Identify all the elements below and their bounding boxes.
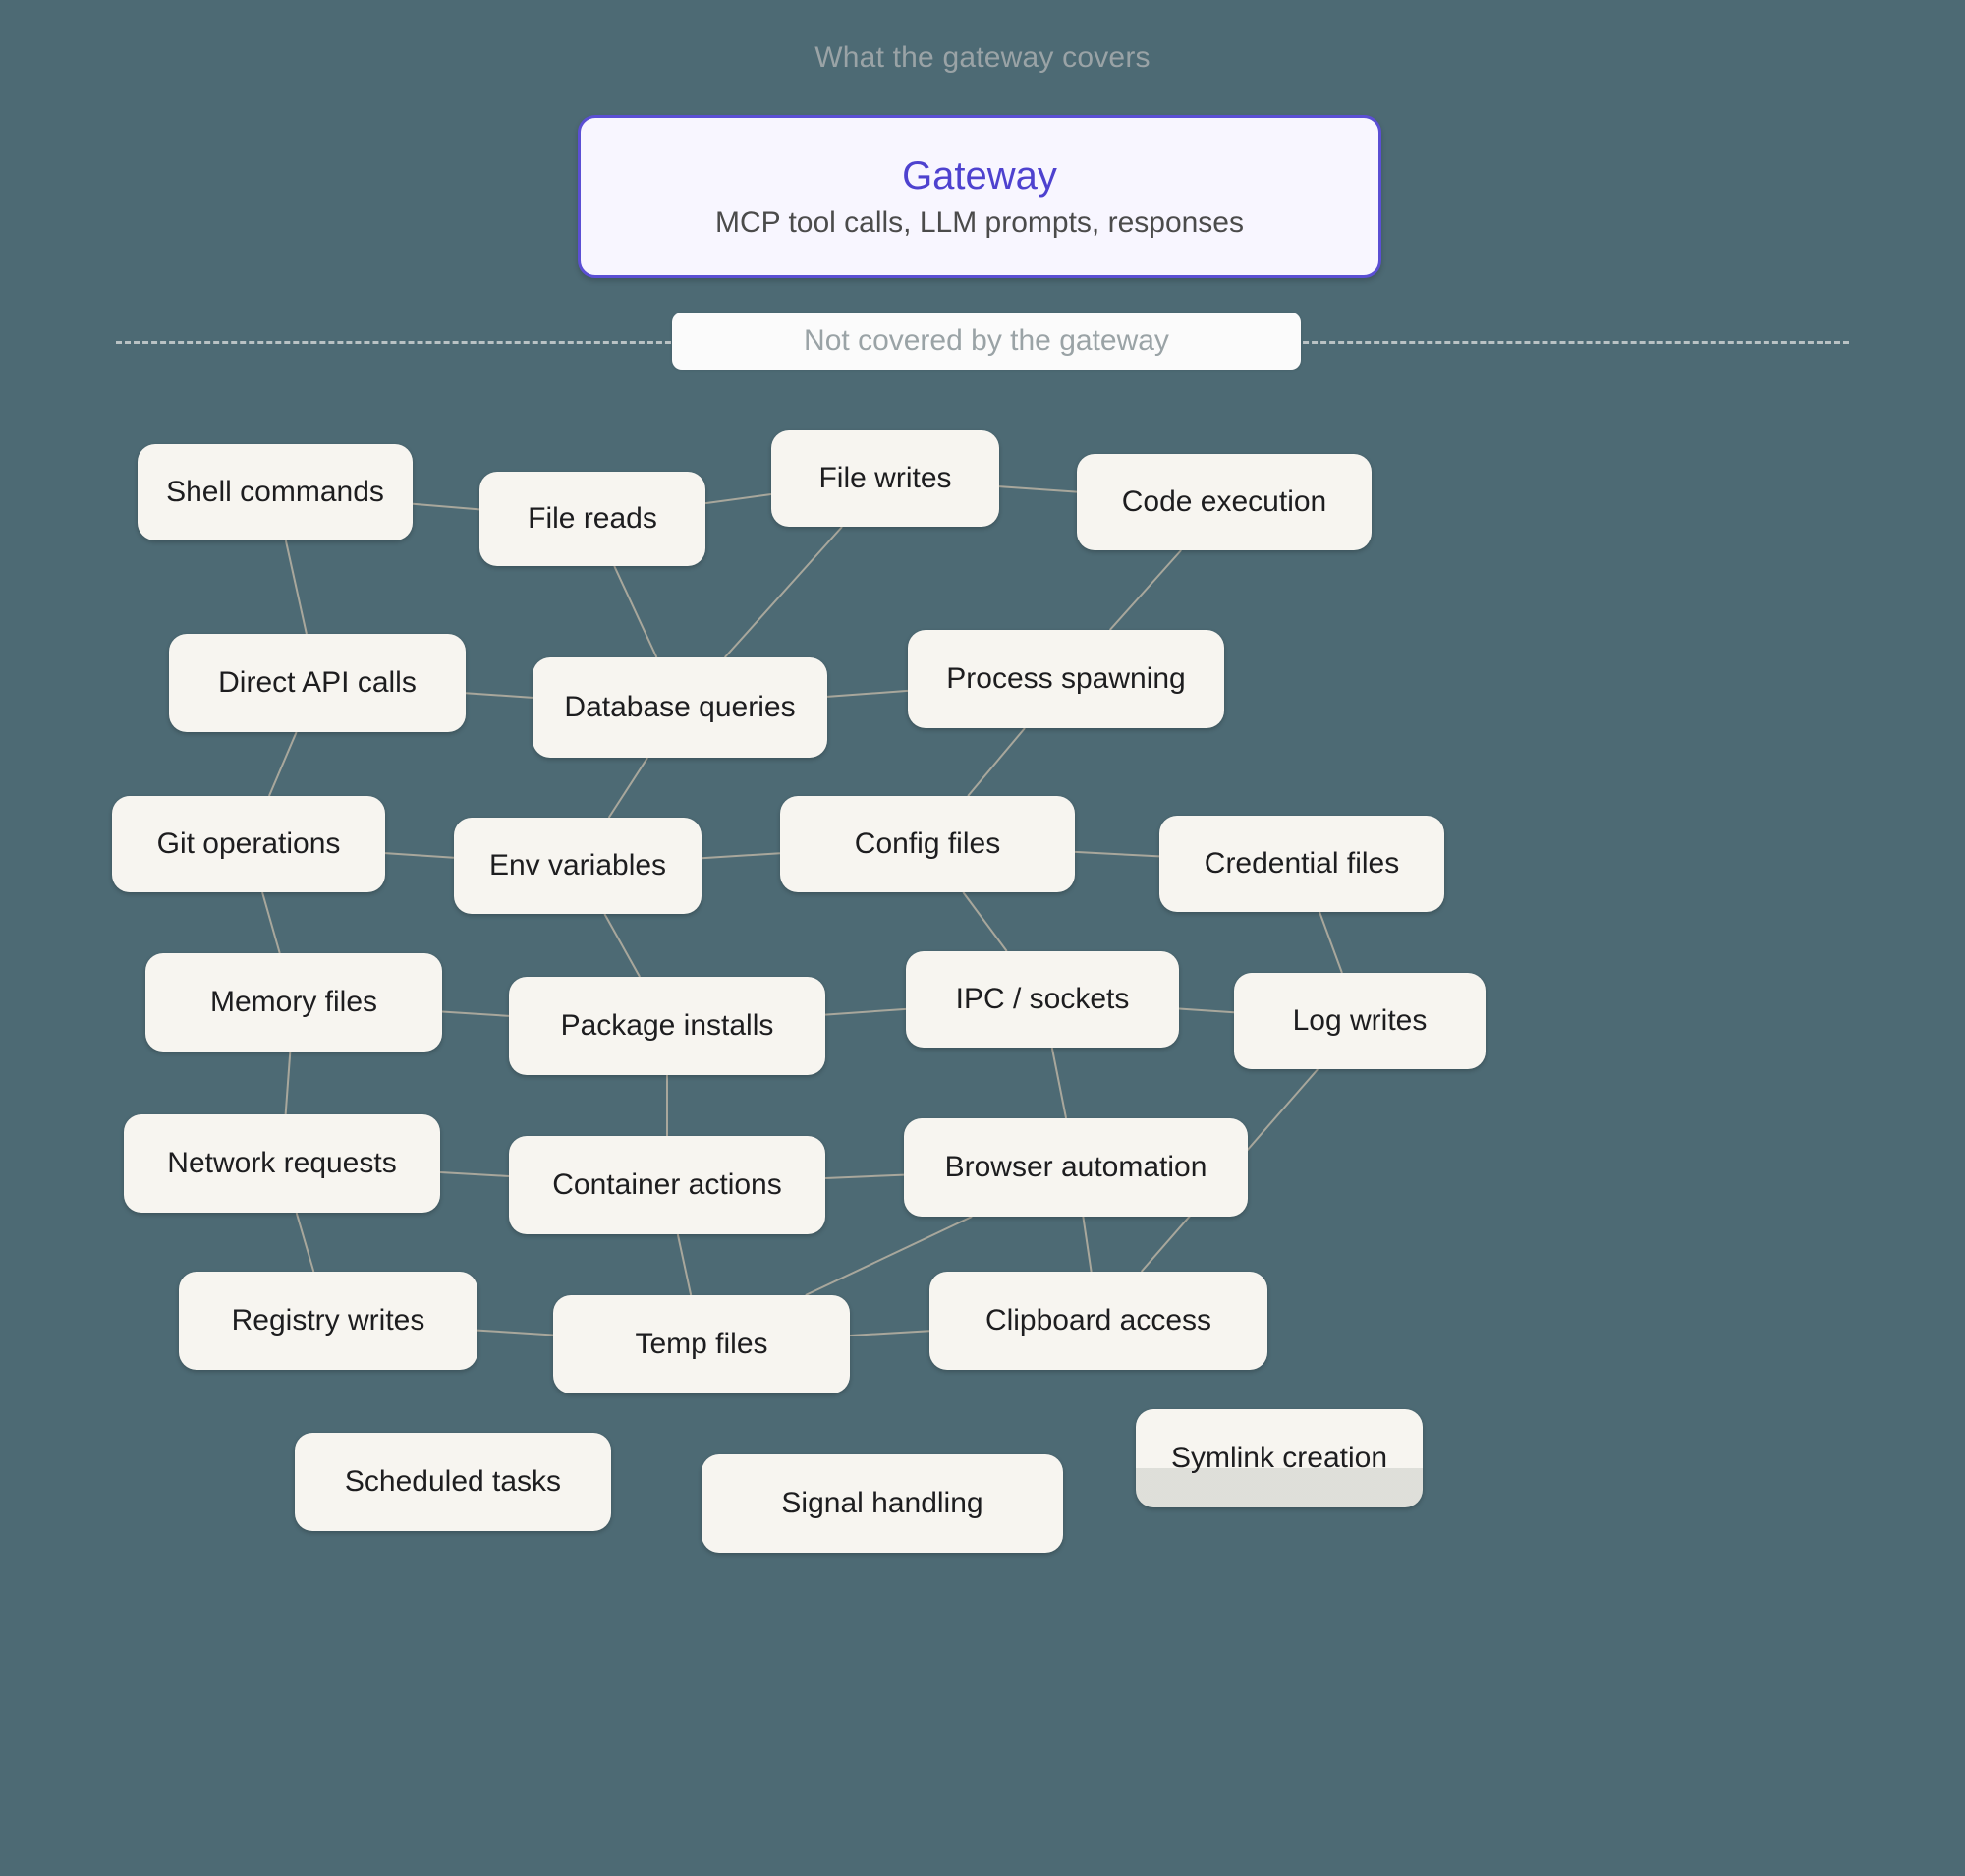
edge-browser-automation-to-clipboard-access <box>1082 1216 1093 1273</box>
edge-env-variables-to-package-installs <box>603 913 641 978</box>
edge-ipc-sockets-to-browser-automation <box>1050 1047 1068 1119</box>
node-browser-automation[interactable]: Browser automation <box>904 1118 1248 1217</box>
node-config-files[interactable]: Config files <box>780 796 1075 892</box>
node-label: Browser automation <box>944 1151 1207 1183</box>
node-label: Code execution <box>1121 485 1327 518</box>
edge-code-execution-to-process-spawning <box>1108 549 1182 631</box>
edge-git-operations-to-memory-files <box>261 891 281 954</box>
edge-temp-files-to-clipboard-access <box>849 1330 930 1337</box>
edge-file-reads-to-file-writes <box>704 492 772 505</box>
node-label: Clipboard access <box>984 1304 1212 1336</box>
edge-database-queries-to-env-variables <box>607 757 648 819</box>
edge-database-queries-to-process-spawning <box>826 689 909 698</box>
node-process-spawning[interactable]: Process spawning <box>908 630 1224 728</box>
edge-shell-commands-to-file-reads <box>412 502 480 511</box>
node-signal-handling[interactable]: Signal handling <box>702 1454 1063 1553</box>
edge-memory-files-to-package-installs <box>441 1010 510 1017</box>
gateway-subtitle: MCP tool calls, LLM prompts, responses <box>715 205 1244 239</box>
node-container-actions[interactable]: Container actions <box>509 1136 825 1234</box>
node-label: Temp files <box>635 1328 768 1360</box>
node-env-variables[interactable]: Env variables <box>454 818 702 914</box>
node-label: Memory files <box>209 986 378 1018</box>
edge-network-requests-to-container-actions <box>439 1171 510 1177</box>
node-label: Direct API calls <box>218 666 417 699</box>
node-label: Credential files <box>1204 847 1400 880</box>
node-label: Git operations <box>156 827 341 860</box>
edge-file-writes-to-code-execution <box>998 485 1078 493</box>
node-ipc-sockets[interactable]: IPC / sockets <box>906 951 1179 1048</box>
edge-ipc-sockets-to-log-writes <box>1178 1007 1235 1014</box>
edge-credential-files-to-log-writes <box>1319 911 1343 974</box>
node-git-operations[interactable]: Git operations <box>112 796 385 892</box>
edge-git-operations-to-env-variables <box>384 852 455 859</box>
edge-direct-api-calls-to-git-operations <box>267 731 298 797</box>
node-file-reads[interactable]: File reads <box>479 472 705 566</box>
edge-config-files-to-ipc-sockets <box>962 891 1008 952</box>
node-label: Process spawning <box>946 662 1186 695</box>
node-label: Container actions <box>552 1168 782 1201</box>
edge-process-spawning-to-config-files <box>967 727 1026 797</box>
node-scheduled-tasks[interactable]: Scheduled tasks <box>295 1433 611 1531</box>
node-registry-writes[interactable]: Registry writes <box>179 1272 477 1370</box>
node-code-execution[interactable]: Code execution <box>1077 454 1372 550</box>
edge-network-requests-to-registry-writes <box>295 1212 315 1273</box>
node-symlink-creation[interactable]: Symlink creation <box>1136 1409 1423 1507</box>
edge-shell-commands-to-direct-api-calls <box>284 540 308 635</box>
edge-env-variables-to-config-files <box>701 852 781 860</box>
node-label: Signal handling <box>781 1487 983 1519</box>
node-label: File reads <box>528 502 657 535</box>
node-package-installs[interactable]: Package installs <box>509 977 825 1075</box>
node-label: Scheduled tasks <box>344 1465 562 1498</box>
edge-file-reads-to-database-queries <box>613 565 658 658</box>
node-label: Log writes <box>1292 1004 1428 1037</box>
edge-direct-api-calls-to-database-queries <box>465 692 533 699</box>
edge-package-installs-to-ipc-sockets <box>824 1007 907 1016</box>
node-database-queries[interactable]: Database queries <box>533 657 827 758</box>
node-label: Database queries <box>564 691 796 723</box>
node-label: Config files <box>854 827 1001 860</box>
node-label: Registry writes <box>231 1304 425 1336</box>
node-label: Package installs <box>560 1009 774 1042</box>
edge-container-actions-to-browser-automation <box>824 1173 905 1180</box>
edge-registry-writes-to-temp-files <box>477 1329 554 1336</box>
gateway-title: Gateway <box>902 153 1057 198</box>
node-memory-files[interactable]: Memory files <box>145 953 442 1052</box>
node-clipboard-access[interactable]: Clipboard access <box>929 1272 1267 1370</box>
edge-container-actions-to-temp-files <box>676 1233 693 1296</box>
gateway-node[interactable]: Gateway MCP tool calls, LLM prompts, res… <box>578 115 1381 278</box>
node-label: Network requests <box>167 1147 397 1179</box>
node-temp-files[interactable]: Temp files <box>553 1295 850 1393</box>
edge-config-files-to-credential-files <box>1074 850 1160 858</box>
node-label: IPC / sockets <box>955 983 1130 1015</box>
edge-memory-files-to-network-requests <box>284 1051 292 1115</box>
node-file-writes[interactable]: File writes <box>771 430 999 527</box>
node-log-writes[interactable]: Log writes <box>1234 973 1486 1069</box>
node-credential-files[interactable]: Credential files <box>1159 816 1444 912</box>
node-label: File writes <box>818 462 952 494</box>
node-label: Symlink creation <box>1170 1442 1388 1474</box>
coverage-divider-label: Not covered by the gateway <box>672 313 1301 370</box>
section-title: What the gateway covers <box>814 41 1151 74</box>
node-label: Shell commands <box>166 476 384 508</box>
node-direct-api-calls[interactable]: Direct API calls <box>169 634 466 732</box>
node-shell-commands[interactable]: Shell commands <box>138 444 413 540</box>
node-label: Env variables <box>488 849 667 881</box>
edge-file-writes-to-database-queries <box>724 526 843 658</box>
node-network-requests[interactable]: Network requests <box>124 1114 440 1213</box>
